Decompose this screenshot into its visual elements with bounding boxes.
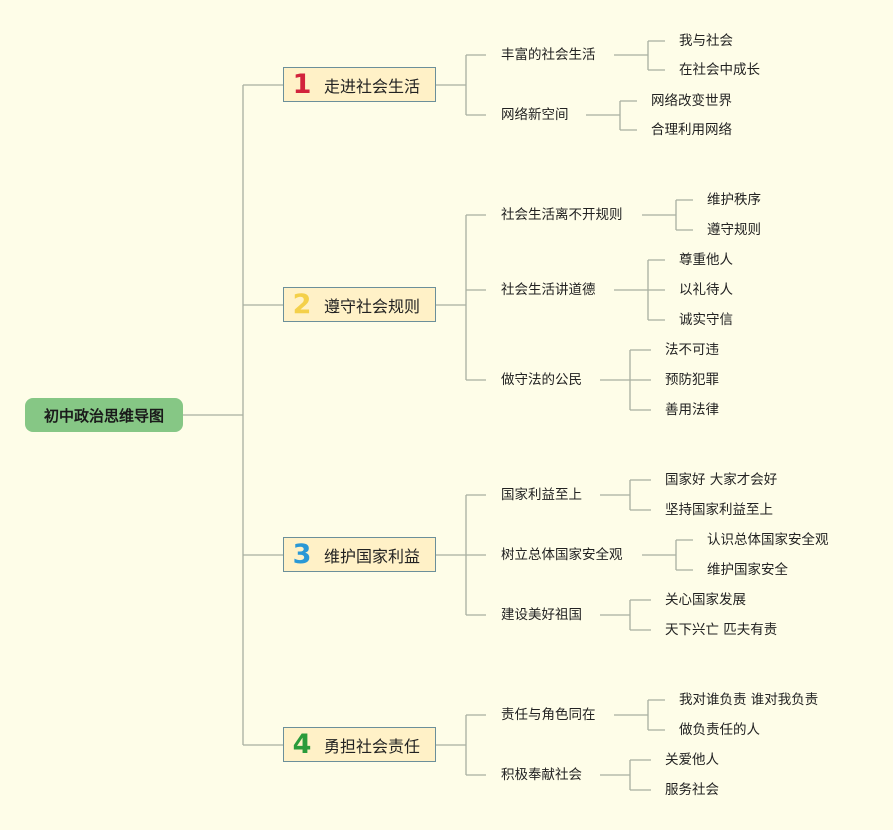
subtopic-node[interactable]: 责任与角色同在 bbox=[501, 707, 596, 723]
leaf-node[interactable]: 服务社会 bbox=[665, 782, 719, 798]
number-badge-1: 1 bbox=[292, 69, 312, 100]
topic-node-3[interactable]: 3 维护国家利益 bbox=[283, 537, 436, 572]
subtopic-node[interactable]: 网络新空间 bbox=[501, 107, 569, 123]
topic-label-1: 走进社会生活 bbox=[324, 76, 421, 96]
subtopic-node[interactable]: 国家利益至上 bbox=[501, 487, 582, 503]
leaf-node[interactable]: 尊重他人 bbox=[679, 252, 733, 268]
root-node[interactable]: 初中政治思维导图 bbox=[25, 398, 183, 432]
leaf-node[interactable]: 网络改变世界 bbox=[651, 93, 732, 109]
subtopic-node[interactable]: 建设美好祖国 bbox=[501, 607, 582, 623]
leaf-node[interactable]: 做负责任的人 bbox=[679, 722, 760, 738]
topic-label-2: 遵守社会规则 bbox=[324, 296, 421, 316]
topic-label-3: 维护国家利益 bbox=[324, 546, 421, 566]
leaf-node[interactable]: 遵守规则 bbox=[707, 222, 761, 238]
leaf-node[interactable]: 预防犯罪 bbox=[665, 372, 719, 388]
leaf-node[interactable]: 国家好 大家才会好 bbox=[665, 472, 778, 488]
leaf-node[interactable]: 关爱他人 bbox=[665, 752, 719, 768]
leaf-node[interactable]: 认识总体国家安全观 bbox=[707, 532, 829, 548]
leaf-node[interactable]: 维护国家安全 bbox=[707, 562, 788, 578]
leaf-node[interactable]: 诚实守信 bbox=[679, 312, 733, 328]
subtopic-node[interactable]: 积极奉献社会 bbox=[501, 767, 582, 783]
leaf-node[interactable]: 合理利用网络 bbox=[651, 122, 732, 138]
leaf-node[interactable]: 善用法律 bbox=[665, 402, 719, 418]
leaf-node[interactable]: 我对谁负责 谁对我负责 bbox=[679, 692, 819, 708]
number-badge-4: 4 bbox=[292, 729, 312, 760]
subtopic-node[interactable]: 社会生活讲道德 bbox=[501, 282, 596, 298]
number-badge-3: 3 bbox=[292, 539, 312, 570]
leaf-node[interactable]: 以礼待人 bbox=[679, 282, 733, 298]
topic-node-1[interactable]: 1 走进社会生活 bbox=[283, 67, 436, 102]
topic-node-2[interactable]: 2 遵守社会规则 bbox=[283, 287, 436, 322]
leaf-node[interactable]: 维护秩序 bbox=[707, 192, 761, 208]
subtopic-node[interactable]: 社会生活离不开规则 bbox=[501, 207, 623, 223]
leaf-node[interactable]: 天下兴亡 匹夫有责 bbox=[665, 622, 778, 638]
topic-label-4: 勇担社会责任 bbox=[324, 736, 421, 756]
leaf-node[interactable]: 坚持国家利益至上 bbox=[665, 502, 773, 518]
leaf-node[interactable]: 法不可违 bbox=[665, 342, 719, 358]
leaf-node[interactable]: 关心国家发展 bbox=[665, 592, 746, 608]
subtopic-node[interactable]: 丰富的社会生活 bbox=[501, 47, 596, 63]
leaf-node[interactable]: 在社会中成长 bbox=[679, 62, 760, 78]
leaf-node[interactable]: 我与社会 bbox=[679, 33, 733, 49]
topic-node-4[interactable]: 4 勇担社会责任 bbox=[283, 727, 436, 762]
number-badge-2: 2 bbox=[292, 289, 312, 320]
subtopic-node[interactable]: 做守法的公民 bbox=[501, 372, 582, 388]
subtopic-node[interactable]: 树立总体国家安全观 bbox=[501, 547, 623, 563]
